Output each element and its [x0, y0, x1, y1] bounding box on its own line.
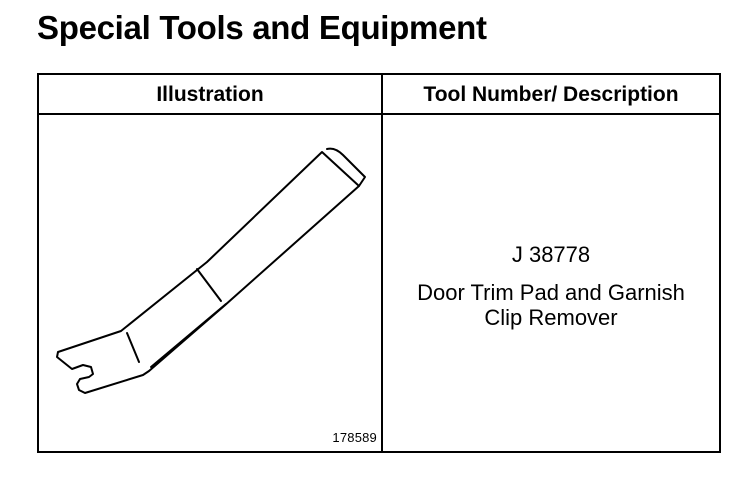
description-cell: J 38778 Door Trim Pad and Garnish Clip R…: [383, 115, 719, 451]
tool-column-header: Tool Number/ Description: [423, 83, 679, 106]
illustration-column-header: Illustration: [156, 83, 264, 106]
special-tools-table: Illustration Tool Number/ Description 17…: [37, 73, 721, 453]
tool-description: Door Trim Pad and Garnish Clip Remover: [383, 280, 719, 330]
tool-description-line: Clip Remover: [484, 305, 618, 330]
illustration-cell: 178589: [39, 115, 381, 451]
figure-number: 178589: [332, 430, 377, 445]
tool-number: J 38778: [511, 242, 591, 267]
header-divider: [39, 113, 719, 115]
trim-pad-clip-remover-icon: [56, 147, 366, 394]
column-divider: [381, 75, 383, 451]
tool-description-line: Door Trim Pad and Garnish: [417, 280, 685, 305]
page-title: Special Tools and Equipment: [37, 9, 487, 46]
